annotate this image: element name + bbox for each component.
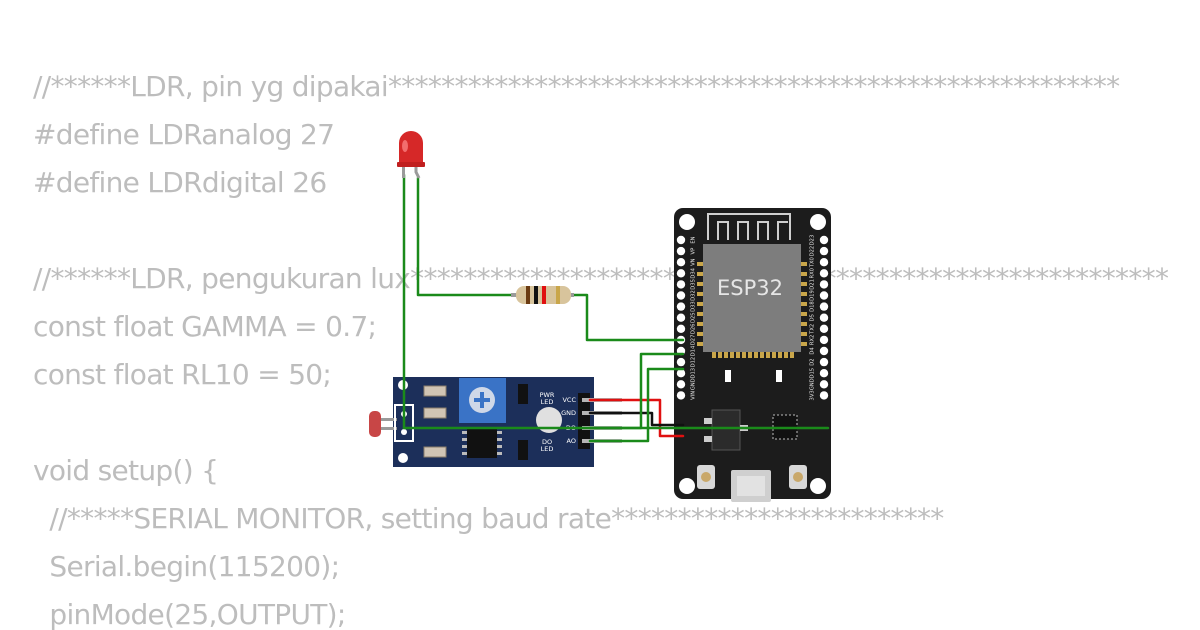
code-line: //*****SERIAL MONITOR, setting baud rate… bbox=[33, 502, 944, 535]
potentiometer[interactable] bbox=[459, 378, 506, 423]
esp32-pin-label: D26 bbox=[691, 323, 697, 334]
sensor-pin-label: VCC bbox=[562, 396, 576, 404]
board-label: ESP32 bbox=[717, 276, 783, 300]
esp32-pin-label: D2 bbox=[810, 358, 816, 365]
esp32-pin-label: GND bbox=[691, 378, 697, 390]
esp32-pin-d32[interactable] bbox=[676, 291, 686, 300]
esp32-pin-label: D25 bbox=[691, 312, 697, 323]
code-line: //******LDR, pin yg dipakai*************… bbox=[33, 70, 1120, 103]
esp32-pin-label: D5 bbox=[810, 314, 816, 321]
esp32-pin-label: D12 bbox=[691, 357, 697, 368]
esp32-pin-d18[interactable] bbox=[819, 302, 829, 311]
resistor[interactable] bbox=[511, 286, 574, 304]
esp32-pin-label: D27 bbox=[691, 335, 697, 346]
photoresistor bbox=[369, 411, 397, 437]
esp32-pin-label: VN bbox=[691, 258, 697, 266]
esp32-pin-d26[interactable] bbox=[676, 324, 686, 333]
esp32-pin-label: VP bbox=[691, 248, 697, 255]
wire-gnd bbox=[588, 411, 685, 427]
wire-led-anode bbox=[416, 176, 513, 297]
esp32-pin-gnd[interactable] bbox=[676, 380, 686, 389]
esp32-pin-label: D21 bbox=[810, 279, 816, 290]
esp32-pin-gnd[interactable] bbox=[819, 380, 829, 389]
esp32-pin-label: D13 bbox=[691, 368, 697, 379]
esp32-pin-rx0[interactable] bbox=[819, 269, 829, 278]
module-pads bbox=[697, 262, 807, 358]
esp32-pin-d34[interactable] bbox=[676, 269, 686, 278]
code-line: #define LDRanalog 27 bbox=[33, 118, 335, 151]
esp32-pin-label: D23 bbox=[810, 235, 816, 246]
esp32-pin-d2[interactable] bbox=[819, 357, 829, 367]
code-line: Serial.begin(115200); bbox=[33, 550, 340, 583]
esp32-pin-label: RX0 bbox=[810, 268, 816, 278]
esp32-pin-d4[interactable] bbox=[819, 346, 829, 356]
wire-ao bbox=[588, 367, 685, 443]
voltage-regulator bbox=[704, 409, 748, 451]
esp32-pin-d25[interactable] bbox=[676, 313, 686, 322]
esp32-pin-d15[interactable] bbox=[819, 369, 829, 378]
esp32-pin-label: EN bbox=[691, 236, 697, 243]
esp32-pin-label: D19 bbox=[810, 290, 816, 301]
esp32-pin-label: D15 bbox=[810, 368, 816, 379]
do-led-label-1: DO bbox=[542, 438, 552, 446]
esp32-board[interactable]: ESP32 EN bbox=[674, 208, 831, 502]
esp32-pin-label: TX0 bbox=[810, 257, 816, 268]
esp32-pin-vin[interactable] bbox=[676, 391, 686, 400]
wire-do bbox=[588, 352, 685, 430]
esp32-pin-label: D35 bbox=[691, 279, 697, 290]
code-line: const float GAMMA = 0.7; bbox=[33, 310, 377, 343]
esp32-pin-d13[interactable] bbox=[676, 369, 686, 378]
esp32-pin-d19[interactable] bbox=[819, 291, 829, 300]
esp32-pin-label: D33 bbox=[691, 301, 697, 312]
esp32-pin-d5[interactable] bbox=[819, 313, 829, 322]
wire-vcc bbox=[588, 398, 685, 438]
do-led-label-2: LED bbox=[541, 445, 554, 453]
esp32-pin-d35[interactable] bbox=[676, 280, 686, 289]
esp32-pin-label: D32 bbox=[691, 290, 697, 301]
boot-button[interactable] bbox=[697, 465, 715, 489]
code-line: const float RL10 = 50; bbox=[33, 358, 332, 391]
esp32-pin-d33[interactable] bbox=[676, 302, 686, 311]
esp32-pin-tx0[interactable] bbox=[819, 258, 829, 267]
pwr-led-label-1: PWR bbox=[540, 391, 555, 399]
esp32-pin-vp[interactable] bbox=[676, 246, 686, 256]
esp32-pin-label: D34 bbox=[691, 267, 697, 278]
sensor-pin-label: GND bbox=[561, 409, 576, 417]
sensor-pin-label: AO bbox=[567, 437, 576, 445]
wire-resistor-d25 bbox=[570, 293, 685, 342]
reset-button[interactable] bbox=[789, 465, 807, 489]
pwr-led-label-2: LED bbox=[541, 398, 554, 406]
esp32-pin-3v3[interactable] bbox=[819, 391, 829, 400]
esp32-pin-d12[interactable] bbox=[676, 357, 686, 367]
esp32-shield bbox=[703, 244, 801, 352]
esp32-pin-label: D14 bbox=[691, 345, 697, 356]
esp32-pin-label: VIN bbox=[691, 391, 697, 400]
comparator-chip bbox=[462, 428, 502, 458]
esp32-pin-d21[interactable] bbox=[819, 280, 829, 289]
esp32-pin-rx2[interactable] bbox=[819, 335, 829, 345]
esp32-pin-vn[interactable] bbox=[676, 258, 686, 267]
red-led[interactable] bbox=[397, 131, 425, 179]
esp32-pin-label: D18 bbox=[810, 301, 816, 312]
esp32-pin-label: 3V3 bbox=[810, 390, 816, 400]
code-line: #define LDRdigital 26 bbox=[33, 166, 327, 199]
esp32-pin-label: RX2 bbox=[810, 335, 816, 345]
esp32-pin-label: GND bbox=[810, 378, 816, 390]
esp32-pin-en[interactable] bbox=[676, 235, 686, 245]
wires bbox=[402, 173, 830, 443]
esp32-pin-d23[interactable] bbox=[819, 235, 829, 245]
code-line: pinMode(25,OUTPUT); bbox=[33, 598, 346, 630]
esp32-pin-label: D22 bbox=[810, 246, 816, 257]
do-led bbox=[536, 407, 562, 433]
esp32-pin-d22[interactable] bbox=[819, 246, 829, 256]
code-line: void setup() { bbox=[33, 454, 219, 487]
esp32-pin-label: D4 bbox=[810, 347, 816, 355]
esp32-pin-tx2[interactable] bbox=[819, 324, 829, 333]
esp32-pin-label: TX2 bbox=[810, 324, 816, 335]
